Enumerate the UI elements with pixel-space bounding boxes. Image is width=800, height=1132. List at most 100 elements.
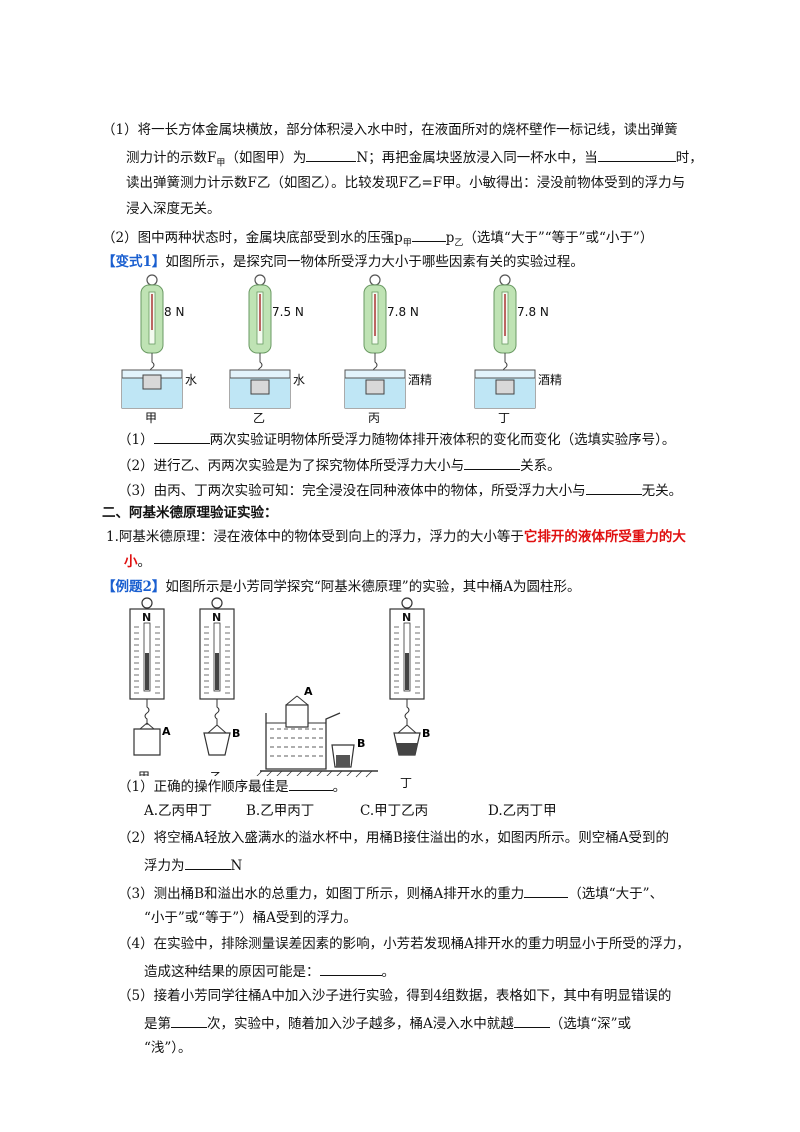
- text: （1）: [118, 432, 154, 448]
- ex2-option-c[interactable]: C.甲丁乙丙: [360, 803, 429, 819]
- figure-label: 丙: [368, 411, 380, 425]
- scale-ring: [254, 274, 266, 286]
- hook: [214, 699, 220, 725]
- text: 测力计的示数F: [126, 150, 217, 166]
- bianshi-q2: （2）进行乙、丙两次实验是为了探究物体所受浮力大小与 关系。: [118, 455, 561, 475]
- scale-reading: 8 N: [164, 305, 184, 319]
- scale-ring: [369, 274, 381, 286]
- blank-reason[interactable]: [319, 961, 382, 976]
- text: （选填“大于”“等于”或“小于”）: [463, 230, 654, 246]
- scale-reading: 7.5 N: [272, 305, 304, 319]
- liquid-label: 酒精: [538, 373, 562, 387]
- bucket-handle: [296, 695, 309, 706]
- overflow-cup: [265, 712, 341, 770]
- text: （2）进行乙、丙两次实验是为了探究物体所受浮力大小与: [118, 458, 465, 474]
- bucket-handle: [146, 722, 155, 730]
- bucket-handle: [406, 724, 417, 734]
- text: （1）正确的操作顺序最佳是: [118, 779, 289, 795]
- bucket-handle: [139, 722, 148, 730]
- ex2-option-b[interactable]: B.乙甲丙丁: [246, 803, 315, 819]
- text: （3）测出桶B和溢出水的总重力，如图丁所示，则桶A排开水的重力: [118, 886, 525, 902]
- liquid-label: 水: [185, 373, 197, 387]
- ex2-q1: （1）正确的操作顺序最佳是 。: [118, 776, 351, 796]
- blank-weight-compare[interactable]: [524, 883, 569, 898]
- collected-water: [396, 743, 418, 755]
- ex2-option-d[interactable]: D.乙丙丁甲: [488, 803, 557, 819]
- text: p: [445, 230, 455, 246]
- blank-buoyancy[interactable]: [184, 855, 231, 870]
- example2-heading: 【例题2】如图所示是小芳同学探究“阿基米德原理”的实验，其中桶A为圆柱形。: [102, 578, 580, 596]
- blank-experiments[interactable]: [153, 429, 210, 444]
- highlight-text: 它排开的液体所受重力的大: [523, 529, 686, 545]
- ex2-q5: （5）接着小芳同学往桶A中加入沙子进行实验，得到4组数据，表格如下，其中有明显错…: [118, 988, 672, 1004]
- blank-order[interactable]: [288, 776, 333, 791]
- liquid-label: 酒精: [408, 373, 432, 387]
- scale-ring: [141, 597, 153, 609]
- scale-unit: N: [212, 611, 221, 624]
- text: 无关。: [641, 483, 683, 499]
- blank-condition[interactable]: [597, 147, 676, 162]
- metal-block: [365, 379, 385, 395]
- ex2-q2: （2）将空桶A轻放入盛满水的溢水杯中，用桶B接住溢出的水，如图丙所示。则空桶A受…: [118, 830, 670, 846]
- text: 时，: [675, 150, 703, 166]
- text: 是第: [144, 1016, 171, 1032]
- scale-unit: N: [402, 611, 411, 624]
- text: 。: [137, 554, 152, 570]
- blank-depth[interactable]: [513, 1013, 550, 1028]
- bucket-handle: [285, 695, 298, 706]
- scale-ring: [146, 274, 158, 286]
- ex2-q3-cont: “小于”或“等于”）桶A受到的浮力。: [144, 910, 357, 926]
- ex2-q5-end: “浅”）。: [144, 1040, 192, 1056]
- text: （3）由丙、丁两次实验可知：完全浸没在同种液体中的物体，所受浮力大小与: [118, 483, 586, 499]
- blank-reading-jia[interactable]: [306, 147, 357, 162]
- figure-label: 甲: [145, 411, 157, 425]
- example-tag: 【例题2】: [102, 579, 166, 595]
- text: 如图所示，是探究同一物体所受浮力大小于哪些因素有关的实验过程。: [165, 254, 584, 270]
- ex2-option-a[interactable]: A.乙丙甲丁: [144, 803, 213, 819]
- blank-pressure[interactable]: [411, 227, 446, 242]
- bianshi-q3: （3）由丙、丁两次实验可知：完全浸没在同种液体中的物体，所受浮力大小与 无关。: [118, 480, 682, 500]
- scale-ring: [499, 274, 511, 286]
- text: 造成这种结果的原因可能是：: [144, 964, 320, 980]
- blank-unrelated[interactable]: [585, 480, 642, 495]
- text: （选填“大于”、: [568, 886, 664, 902]
- text: 。: [332, 779, 347, 795]
- text: 。: [381, 964, 396, 980]
- hatch: [365, 770, 373, 778]
- text: 关系。: [520, 458, 561, 474]
- figure-label: 丁: [498, 411, 510, 425]
- scale-reading: 7.8 N: [517, 305, 549, 319]
- bianshi-heading: 【变式1】如图所示，是探究同一物体所受浮力大小于哪些因素有关的实验过程。: [102, 253, 584, 271]
- metal-block: [495, 379, 515, 395]
- scale-ring: [401, 597, 413, 609]
- figure-label: 丁: [400, 776, 412, 790]
- bucket-a: [133, 728, 161, 756]
- ex2-q4: （4）在实验中，排除测量误差因素的影响，小芳若发现桶A排开水的重力明显小于所受的…: [118, 936, 690, 952]
- bianshi-q1: （1） 两次实验证明物体所受浮力随物体排开液体积的变化而变化（选填实验序号）。: [118, 429, 675, 449]
- bucket-handle: [216, 724, 227, 734]
- blank-relation[interactable]: [464, 455, 521, 470]
- hook: [144, 699, 150, 725]
- subscript: 甲: [402, 238, 412, 249]
- bucket-label: B: [357, 737, 365, 750]
- scale-ring: [211, 597, 223, 609]
- text: 1.阿基米德原理：浸在液体中的物体受到向上的浮力，浮力的大小等于: [106, 529, 524, 545]
- text: （选填“深”或: [549, 1016, 632, 1032]
- bucket-label: B: [422, 727, 430, 740]
- scale-spring: [215, 653, 219, 690]
- bucket-handle: [397, 724, 408, 734]
- blank-error-trial[interactable]: [171, 1013, 207, 1028]
- text: 如图所示是小芳同学探究“阿基米德原理”的实验，其中桶A为圆柱形。: [165, 579, 581, 595]
- q1-line3: 读出弹簧测力计示数F乙（如图乙）。比较发现F乙=F甲。小敏得出：浸没前物体受到的…: [126, 175, 686, 191]
- metal-block: [142, 374, 162, 390]
- section-title: 二、阿基米德原理验证实验：: [102, 505, 278, 521]
- figure-label: 乙: [253, 411, 265, 425]
- text: 浮力为: [144, 858, 185, 874]
- bucket-b: [203, 732, 231, 756]
- ex2-q4-cont: 造成这种结果的原因可能是： 。: [144, 961, 395, 981]
- archimedes-principle: 1.阿基米德原理：浸在液体中的物体受到向上的浮力，浮力的大小等于它排开的液体所受…: [106, 528, 686, 546]
- text: 两次实验证明物体所受浮力随物体排开液体积的变化而变化（选填实验序号）。: [209, 432, 676, 448]
- overflow-water: [336, 755, 350, 767]
